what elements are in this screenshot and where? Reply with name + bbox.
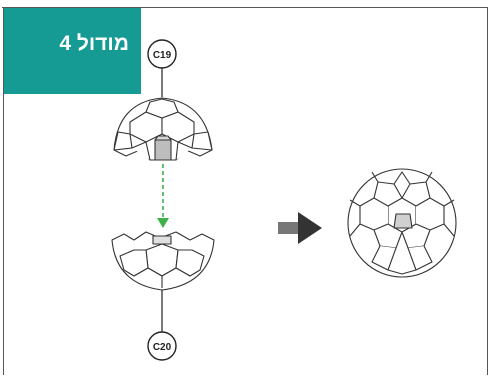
part-label-c20-text: C20 (153, 342, 172, 353)
guide-arrowhead (157, 218, 169, 228)
top-border (2, 7, 488, 8)
module-title: מודול 4 (59, 32, 129, 55)
part-label-c19: C19 (147, 39, 177, 69)
part-label-c19-text: C19 (153, 50, 172, 61)
top-dome-piece (113, 97, 213, 161)
assembled-ball (347, 168, 457, 278)
part-label-c20: C20 (147, 331, 177, 361)
right-arrow-icon (278, 212, 322, 244)
bottom-bowl-piece (111, 231, 215, 291)
module-tab: מודול 4 (4, 8, 141, 94)
left-border (3, 7, 4, 375)
right-border (487, 7, 488, 375)
